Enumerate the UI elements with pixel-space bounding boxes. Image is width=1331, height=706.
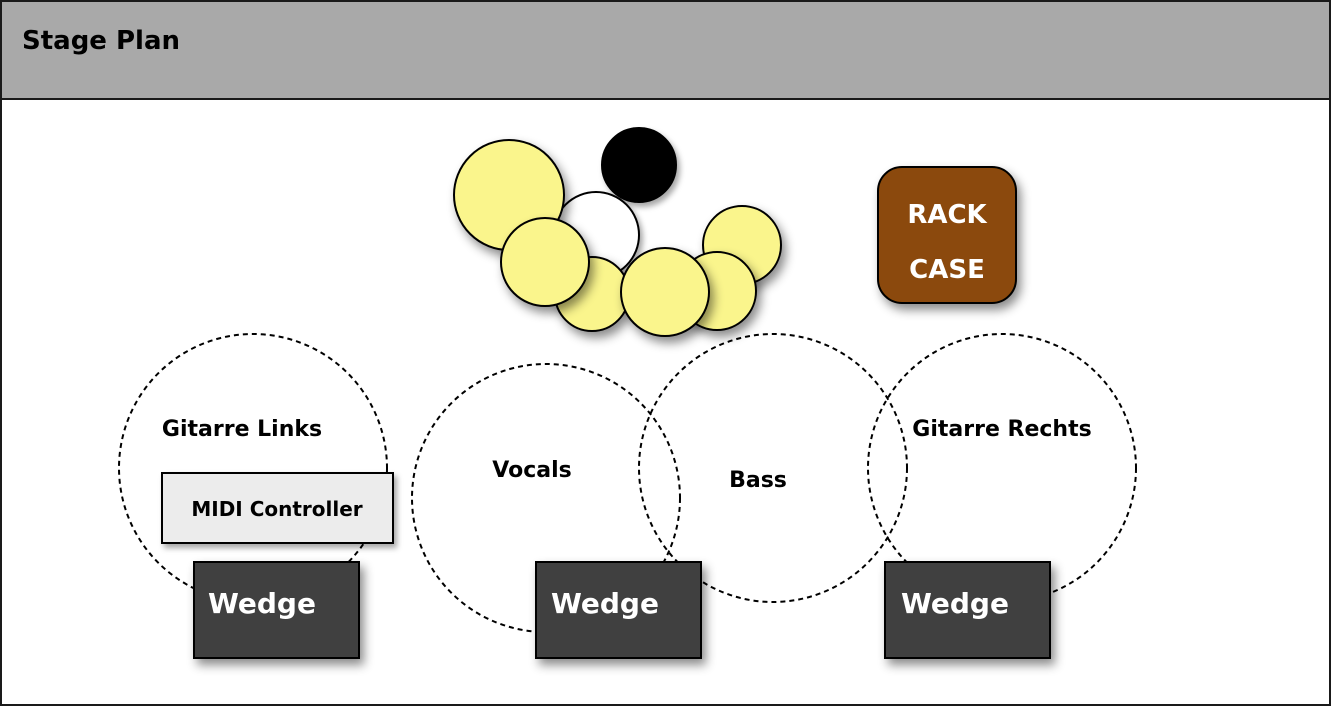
stage-canvas: RACK CASE Gitarre Links Vocals Bass Gita… — [118, 127, 1137, 659]
midi-controller: MIDI Controller — [161, 472, 394, 544]
drum-kick — [620, 247, 710, 337]
drum-hihat — [601, 127, 677, 203]
header-bar: Stage Plan — [2, 2, 1329, 100]
drum-tom-high — [500, 217, 590, 307]
rack-case-label-line2: CASE — [909, 255, 985, 285]
zone-bass — [638, 333, 908, 603]
wedge-right-label: Wedge — [901, 587, 1009, 620]
rack-case: RACK CASE — [877, 166, 1017, 304]
wedge-left-label: Wedge — [208, 587, 316, 620]
wedge-right: Wedge — [884, 561, 1051, 659]
zone-label-gitarre-links: Gitarre Links — [162, 417, 322, 442]
zone-label-bass: Bass — [729, 468, 787, 493]
rack-case-label-line1: RACK — [907, 200, 987, 230]
zone-label-vocals: Vocals — [492, 458, 571, 483]
page-title: Stage Plan — [22, 26, 181, 56]
drum-kit — [453, 127, 782, 337]
midi-controller-label: MIDI Controller — [191, 497, 362, 521]
wedge-left: Wedge — [193, 561, 360, 659]
wedge-center: Wedge — [535, 561, 702, 659]
zone-label-gitarre-rechts: Gitarre Rechts — [912, 417, 1091, 442]
wedge-center-label: Wedge — [551, 587, 659, 620]
